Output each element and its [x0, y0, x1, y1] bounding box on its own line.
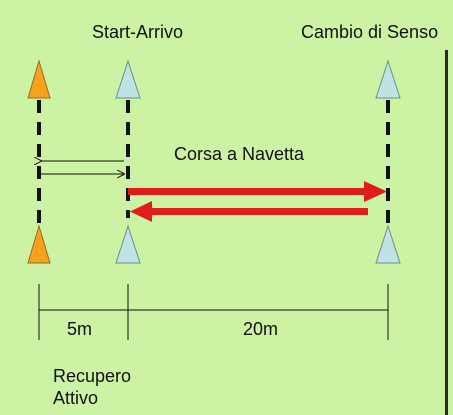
cone-orange-icon [27, 224, 51, 264]
cone-orange-icon [27, 59, 51, 99]
cone-blue-icon [375, 224, 401, 264]
turnaround-label: Cambio di Senso [301, 22, 439, 42]
red-arrow-right-icon [128, 181, 387, 202]
cone-blue-icon [115, 59, 141, 99]
red-arrow-left-icon [130, 201, 368, 222]
cone-blue-icon [115, 224, 141, 264]
shuttle-run-label: Corsa a Navetta [174, 144, 305, 164]
start-finish-label: Start-Arrivo [92, 22, 184, 42]
cone-blue-icon [375, 59, 401, 99]
recovery-label-line2: Attivo [53, 388, 99, 408]
distance-5m-label: 5m [67, 319, 93, 339]
distance-20m-label: 20m [243, 319, 279, 339]
edge-strip [445, 50, 448, 415]
recovery-label-line1: Recupero [53, 366, 132, 386]
